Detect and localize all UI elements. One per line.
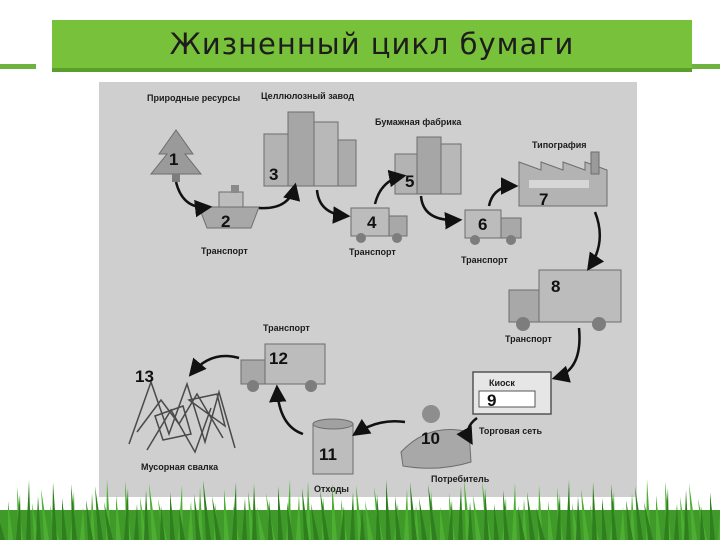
stage-number: 8 [551, 277, 560, 296]
arrow-9-10 [468, 418, 477, 442]
stage-2-transport: 2 Транспорт [199, 185, 259, 256]
stage-label: Транспорт [263, 323, 310, 333]
paper-lifecycle-diagram: 1 Природные ресурсы 2 Транспорт 3 Целлюл… [99, 82, 637, 497]
arrow-11-12 [277, 388, 303, 434]
truck-icon [509, 270, 621, 331]
stage-label: Типография [532, 140, 587, 150]
stage-number: 4 [367, 213, 377, 232]
stage-number: 5 [405, 172, 414, 191]
stage-label: Бумажная фабрика [375, 117, 462, 127]
truck-icon [465, 210, 521, 245]
accent-line-right [690, 64, 720, 69]
truck-icon [351, 208, 407, 243]
stage-number: 1 [169, 150, 178, 169]
arrow-8-9 [555, 328, 580, 378]
stage-number: 3 [269, 165, 278, 184]
stage-8-transport: 8 Транспорт [505, 270, 621, 344]
stage-label: Транспорт [461, 255, 508, 265]
stage-number: 10 [421, 429, 440, 448]
stage-4-transport: 4 Транспорт [349, 208, 407, 257]
landfill-icon [129, 382, 235, 452]
arrow-12-13 [191, 356, 239, 374]
stage-1-natural-resources: 1 Природные ресурсы [147, 93, 240, 182]
arrow-5-6 [421, 196, 459, 220]
accent-line-left [0, 64, 36, 69]
stage-6-transport: 6 Транспорт [461, 210, 521, 265]
stage-number: 9 [487, 391, 496, 410]
stage-13-landfill: 13 Мусорная свалка [129, 367, 235, 472]
diagram-canvas: 1 Природные ресурсы 2 Транспорт 3 Целлюл… [99, 82, 637, 497]
retail-label: Торговая сеть [479, 426, 543, 436]
stage-number: 7 [539, 190, 548, 209]
printing-house-icon [519, 152, 607, 206]
stage-label: Целлюлозный завод [261, 91, 354, 101]
stage-number: 12 [269, 349, 288, 368]
arrow-3-4 [317, 190, 347, 216]
stage-12-transport: 12 Транспорт [241, 323, 325, 392]
stage-label: Транспорт [201, 246, 248, 256]
arrow-10-11 [355, 421, 405, 434]
stage-number: 2 [221, 212, 230, 231]
stage-label: Транспорт [349, 247, 396, 257]
arrow-1-2 [176, 182, 209, 207]
slide-title: Жизненный цикл бумаги [170, 27, 575, 61]
stage-label: Транспорт [505, 334, 552, 344]
stage-label: Природные ресурсы [147, 93, 240, 103]
stage-number: 6 [478, 215, 487, 234]
arrow-7-8 [589, 212, 600, 268]
stage-label: Киоск [489, 378, 515, 388]
arrow-6-7 [489, 186, 515, 206]
stage-9-kiosk: Киоск 9 Торговая сеть [473, 372, 551, 436]
grass-decoration [0, 470, 720, 540]
stage-3-pulp-mill: 3 Целлюлозный завод [261, 91, 356, 186]
stage-number: 11 [319, 445, 337, 464]
arrow-2-3 [259, 186, 295, 208]
stage-number: 13 [135, 367, 154, 386]
title-bar: Жизненный цикл бумаги [52, 20, 692, 72]
stage-7-printing-house: 7 Типография [519, 140, 607, 209]
